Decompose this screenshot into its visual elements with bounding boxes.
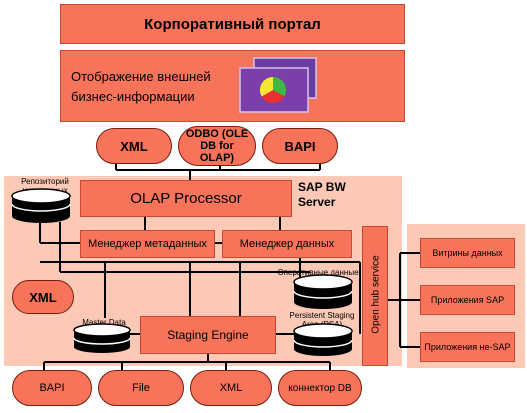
db-connector-pill: коннектор DB bbox=[278, 370, 362, 406]
olap-processor-box: OLAP Processor bbox=[80, 180, 292, 217]
xml-top-pill: XML bbox=[96, 128, 172, 164]
file-pill: File bbox=[98, 370, 184, 406]
open-hub-service-box: Open hub service bbox=[362, 226, 388, 366]
external-info-label: Отображение внешней бизнес-информации bbox=[71, 69, 211, 104]
bapi-bottom-pill: BAPI bbox=[12, 370, 92, 406]
target-datamarts: Витрины данных bbox=[420, 238, 515, 268]
corporate-portal-title: Корпоративный портал bbox=[144, 15, 321, 33]
external-info-box: Отображение внешней бизнес-информации bbox=[60, 50, 405, 122]
pie-slice-yellow bbox=[259, 76, 273, 97]
pie-slice-red bbox=[261, 90, 285, 104]
xml-side-pill: XML bbox=[12, 280, 74, 314]
odbo-pill: ODBO (OLE DB for OLAP) bbox=[178, 126, 256, 166]
xml-bottom-pill: XML bbox=[190, 370, 272, 406]
bapi-top-pill: BAPI bbox=[262, 128, 338, 164]
data-manager-box: Менеджер данных bbox=[222, 230, 352, 258]
corporate-portal-box: Корпоративный портал bbox=[60, 4, 405, 44]
target-non-sap-apps: Приложения не-SAP bbox=[420, 332, 515, 362]
pie-slice-green bbox=[273, 76, 287, 97]
target-sap-apps: Приложения SAP bbox=[420, 285, 515, 315]
sap-bw-server-label: SAP BW Server bbox=[298, 180, 346, 209]
staging-engine-box: Staging Engine bbox=[140, 316, 276, 354]
open-hub-service-label: Open hub service bbox=[370, 255, 382, 334]
metadata-manager-box: Менеджер метаданных bbox=[80, 230, 215, 258]
operational-data-label: Оперативные данные bbox=[277, 268, 359, 277]
master-data-label: Master Data bbox=[82, 318, 126, 327]
